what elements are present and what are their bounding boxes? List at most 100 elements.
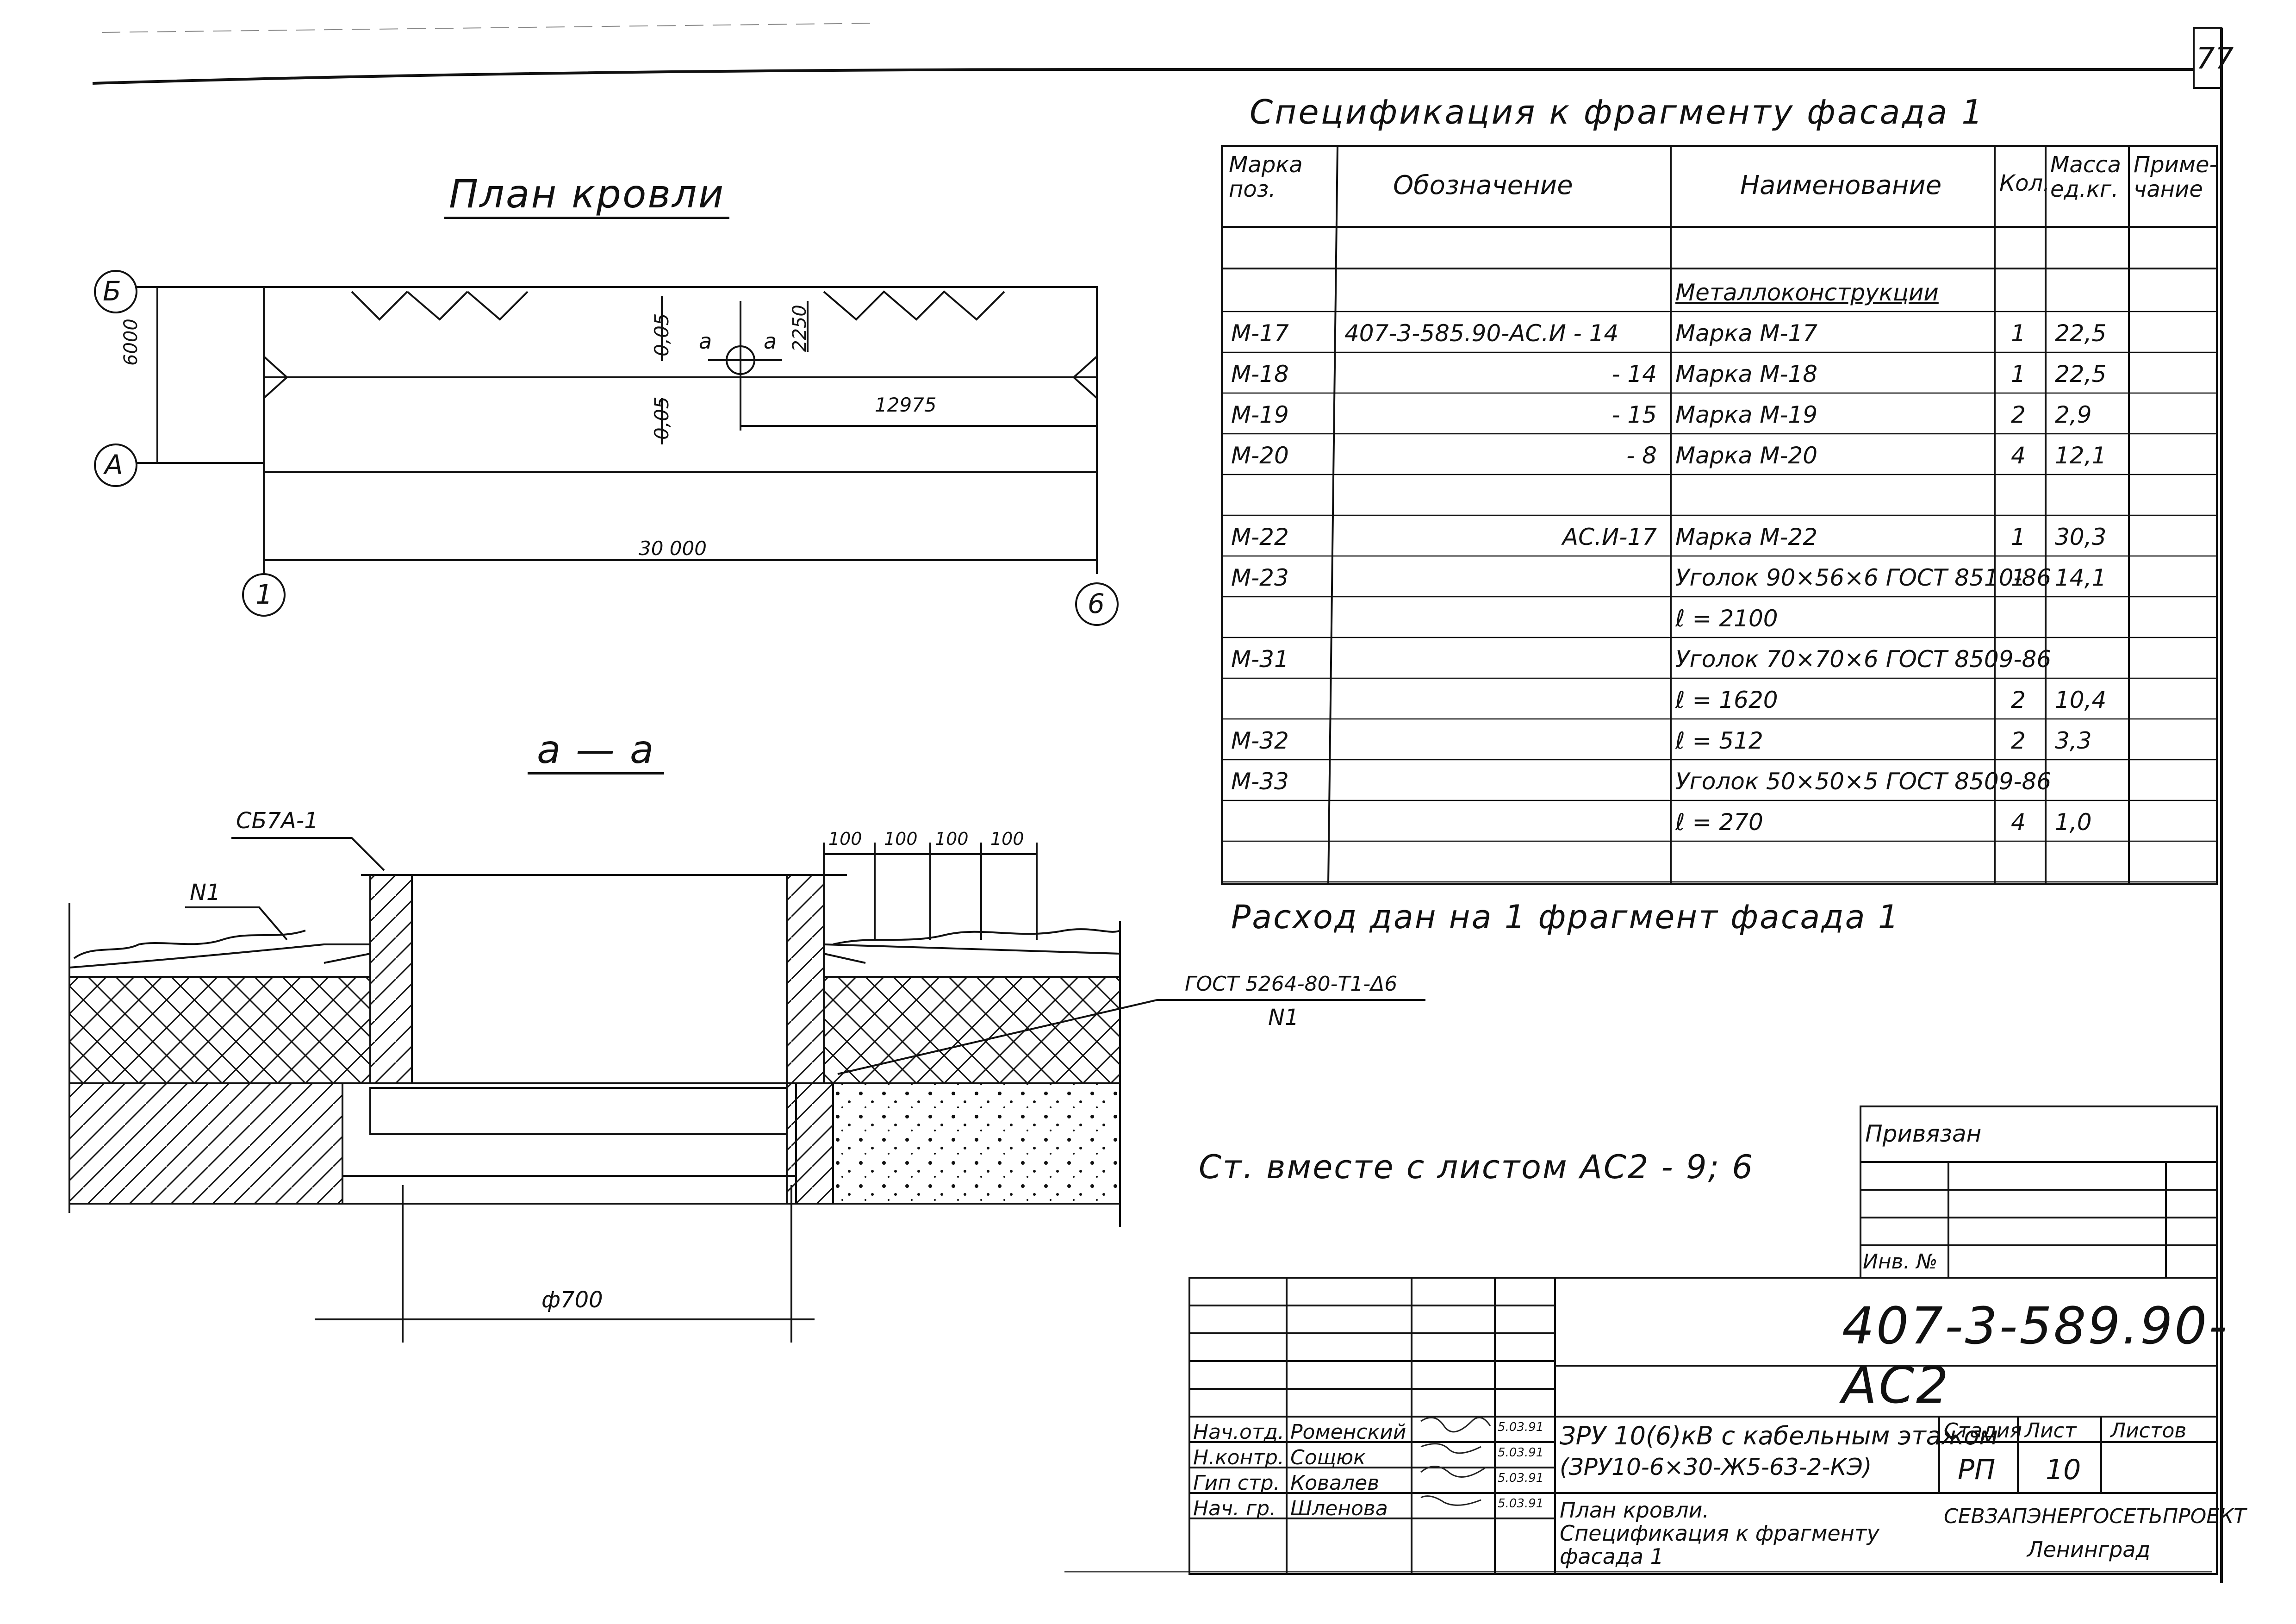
axis-b-label: Б: [103, 275, 121, 307]
spec-cell-designation: - 8: [1626, 442, 1657, 469]
spec-cell-mark: М-23: [1231, 564, 1289, 591]
sign-date: 5.03.91: [1498, 1446, 1544, 1460]
spec-cell-mass: 30,3: [2055, 524, 2107, 550]
spec-cell-mass: 3,3: [2055, 727, 2092, 754]
org-line-2: Ленинград: [2027, 1537, 2151, 1562]
see-also-note: Ст. вместе с листом АС2 - 9; 6: [1199, 1148, 1754, 1186]
label-sb7a: СБ7А-1: [236, 808, 318, 834]
spec-cell-name: ℓ = 1620: [1675, 687, 1778, 713]
sheet-label: Лист: [2025, 1419, 2077, 1443]
spec-title: Спецификация к фрагменту фасада 1: [1250, 93, 1985, 131]
gost-label: ГОСТ 5264-80-Т1-Δ6: [1185, 972, 1398, 996]
dim-100-1: 100: [828, 829, 862, 849]
sheet-title-line-3: фасада 1: [1560, 1544, 1664, 1569]
section-title: а — а: [528, 727, 665, 775]
spec-cell-qty: 2: [2011, 401, 2026, 428]
sheet-title-line-1: План кровли.: [1560, 1498, 1710, 1523]
person-name: Роменский: [1290, 1420, 1406, 1444]
role-label: Нач. гр.: [1193, 1497, 1276, 1520]
roof-plan-drawing: [94, 270, 1119, 626]
linked-label: Привязан: [1865, 1120, 1982, 1147]
dim-100-2: 100: [884, 829, 918, 849]
spec-header-designation: Обозначение: [1393, 170, 1573, 200]
spec-cell-name: ℓ = 2100: [1675, 605, 1778, 632]
section-drawing: [68, 837, 1425, 1343]
sign-date: 5.03.91: [1498, 1420, 1544, 1434]
spec-cell-qty: 1: [2011, 564, 2026, 591]
spec-cell-mark: М-33: [1231, 768, 1289, 795]
label-n1: N1: [190, 880, 221, 906]
person-name: Ковалев: [1290, 1471, 1380, 1495]
spec-header-mark: Марка поз.: [1229, 152, 1303, 202]
spec-cell-designation: 407-3-585.90-АС.И - 14: [1344, 320, 1619, 347]
role-label: Н.контр.: [1193, 1446, 1284, 1469]
org-line-1: СЕВЗАПЭНЕРГОСЕТЬПРОЕКТ: [1944, 1505, 2246, 1528]
spec-cell-name: Уголок 70×70×6 ГОСТ 8509-86: [1675, 646, 2052, 673]
spec-cell-mark: М-17: [1231, 320, 1289, 347]
stage-label: Стадия: [1944, 1419, 2022, 1443]
spec-header-qty: Кол.: [1999, 170, 2050, 196]
inv-label: Инв. №: [1863, 1250, 1938, 1274]
spec-cell-mark: М-20: [1231, 442, 1289, 469]
sheet-number: 77: [2196, 42, 2234, 76]
spec-cell-mass: 1,0: [2055, 809, 2092, 836]
dim-100-3: 100: [935, 829, 969, 849]
spec-cell-qty: 1: [2011, 524, 2026, 550]
spec-cell-qty: 4: [2011, 442, 2026, 469]
drawing-code: 407-3-589.90-АС2: [1842, 1296, 2229, 1415]
person-name: Шленова: [1290, 1497, 1388, 1520]
spec-cell-name: Уголок 90×56×6 ГОСТ 8510-86: [1675, 564, 2052, 591]
plan-title: План кровли: [444, 171, 730, 219]
role-label: Нач.отд.: [1193, 1420, 1284, 1444]
sheet-title-line-2: Спецификация к фрагменту: [1560, 1521, 1879, 1546]
sheet-value: 10: [2046, 1454, 2081, 1486]
spec-cell-qty: 1: [2011, 361, 2026, 387]
role-label: Гип стр.: [1193, 1471, 1280, 1495]
cut-label-right: а: [764, 329, 777, 354]
axis-6-label: 6: [1088, 588, 1105, 619]
spec-cell-name: ℓ = 270: [1675, 809, 1763, 836]
spec-cell-mass: 22,5: [2055, 361, 2107, 387]
object-line-1: ЗРУ 10(6)кВ с кабельным этажом: [1560, 1421, 1998, 1450]
spec-cell-mark: М-19: [1231, 401, 1289, 428]
spec-header-name: Наименование: [1740, 170, 1942, 200]
spec-cell-name: ℓ = 512: [1675, 727, 1763, 754]
sign-date: 5.03.91: [1498, 1497, 1544, 1511]
object-line-2: (ЗРУ10-6×30-Ж5-63-2-КЭ): [1560, 1454, 1872, 1480]
spec-cell-mass: 14,1: [2055, 564, 2107, 591]
spec-cell-mark: М-31: [1231, 646, 1289, 673]
person-name: Сощюк: [1290, 1446, 1366, 1469]
spec-cell-name: Марка М-22: [1675, 524, 1818, 550]
spec-cell-name: Уголок 50×50×5 ГОСТ 8509-86: [1675, 768, 2052, 795]
spec-footnote: Расход дан на 1 фрагмент фасада 1: [1231, 898, 1900, 936]
spec-cell-designation: - 15: [1612, 401, 1657, 428]
spec-cell-name: Металлоконструкции: [1675, 279, 1939, 306]
spec-cell-mass: 12,1: [2055, 442, 2107, 469]
stage-value: РП: [1958, 1454, 1996, 1486]
dim-100-4: 100: [990, 829, 1024, 849]
spec-cell-qty: 2: [2011, 687, 2026, 713]
dim-12975: 12975: [875, 394, 937, 416]
cut-label-left: а: [699, 329, 712, 354]
spec-cell-qty: 4: [2011, 809, 2026, 836]
spec-header-mass: Масса ед.кг.: [2050, 152, 2122, 202]
spec-cell-mass: 2,9: [2055, 401, 2092, 428]
spec-cell-designation: АС.И-17: [1562, 524, 1657, 550]
spec-cell-mark: М-18: [1231, 361, 1289, 387]
spec-cell-mark: М-22: [1231, 524, 1289, 550]
spec-cell-name: Марка М-20: [1675, 442, 1818, 469]
spec-cell-mass: 22,5: [2055, 320, 2107, 347]
dim-diameter: ф700: [541, 1287, 603, 1313]
axis-1-label: 1: [255, 579, 273, 610]
axis-a-label: А: [105, 449, 123, 481]
spec-cell-name: Марка М-19: [1675, 401, 1818, 428]
spec-cell-designation: - 14: [1612, 361, 1657, 387]
spec-cell-name: Марка М-17: [1675, 320, 1818, 347]
dim-30000: 30 000: [639, 537, 707, 560]
spec-cell-qty: 2: [2011, 727, 2026, 754]
spec-cell-qty: 1: [2011, 320, 2026, 347]
